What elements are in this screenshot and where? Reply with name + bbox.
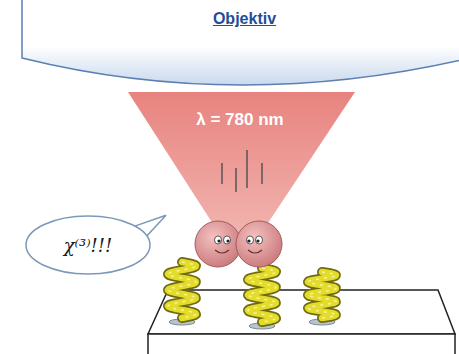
objective-lens: Objektiv bbox=[0, 0, 459, 100]
lens-label: Objektiv bbox=[0, 0, 459, 28]
molecule-pair bbox=[195, 221, 282, 267]
helix-molecules bbox=[168, 262, 336, 329]
bubble-text: χ⁽³⁾!!! bbox=[64, 235, 113, 256]
speech-bubble: χ⁽³⁾!!! bbox=[24, 214, 152, 276]
light-rays bbox=[222, 150, 262, 192]
wavelength-label: λ = 780 nm bbox=[196, 110, 283, 130]
